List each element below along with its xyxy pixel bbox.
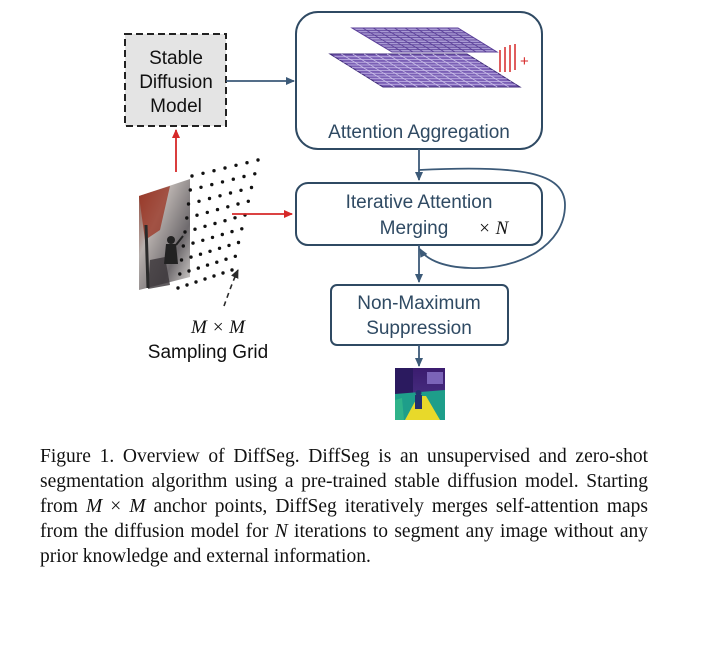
attention-aggregation-box: + Attention Aggregation (295, 11, 543, 150)
plus-sign: + (520, 53, 529, 70)
input-image (139, 179, 190, 290)
stable-diffusion-box: Stable Diffusion Model (124, 33, 227, 127)
segmentation-output-image (395, 368, 445, 420)
iam-label-line2: Merging (380, 218, 449, 239)
figure-caption: Figure 1. Overview of DiffSeg. DiffSeg i… (40, 446, 649, 567)
iam-times-n: × N (478, 218, 510, 239)
sampling-grid-label: Sampling Grid (148, 342, 268, 363)
nms-label-line2: Suppression (366, 318, 472, 339)
nms-label-line1: Non-Maximum (357, 293, 481, 314)
loop-arrow (418, 167, 566, 269)
nms-box: Non-Maximum Suppression (330, 284, 509, 346)
attention-maps-icon: + (328, 27, 529, 88)
iam-label-line1: Iterative Attention (346, 192, 493, 213)
sd-label-line1: Stable (149, 48, 203, 69)
sd-label-line3: Model (150, 96, 202, 117)
diffseg-diagram: Stable Diffusion Model + Attention Aggre… (124, 11, 566, 420)
dashed-arrow-grid-label (223, 269, 239, 307)
iterative-merging-box: Iterative Attention Merging × N (295, 182, 543, 246)
sampling-grid-dots (176, 158, 260, 290)
attention-aggregation-label: Attention Aggregation (328, 122, 510, 143)
grid-size-label: M × M (190, 317, 246, 338)
sd-label-line2: Diffusion (139, 72, 213, 93)
